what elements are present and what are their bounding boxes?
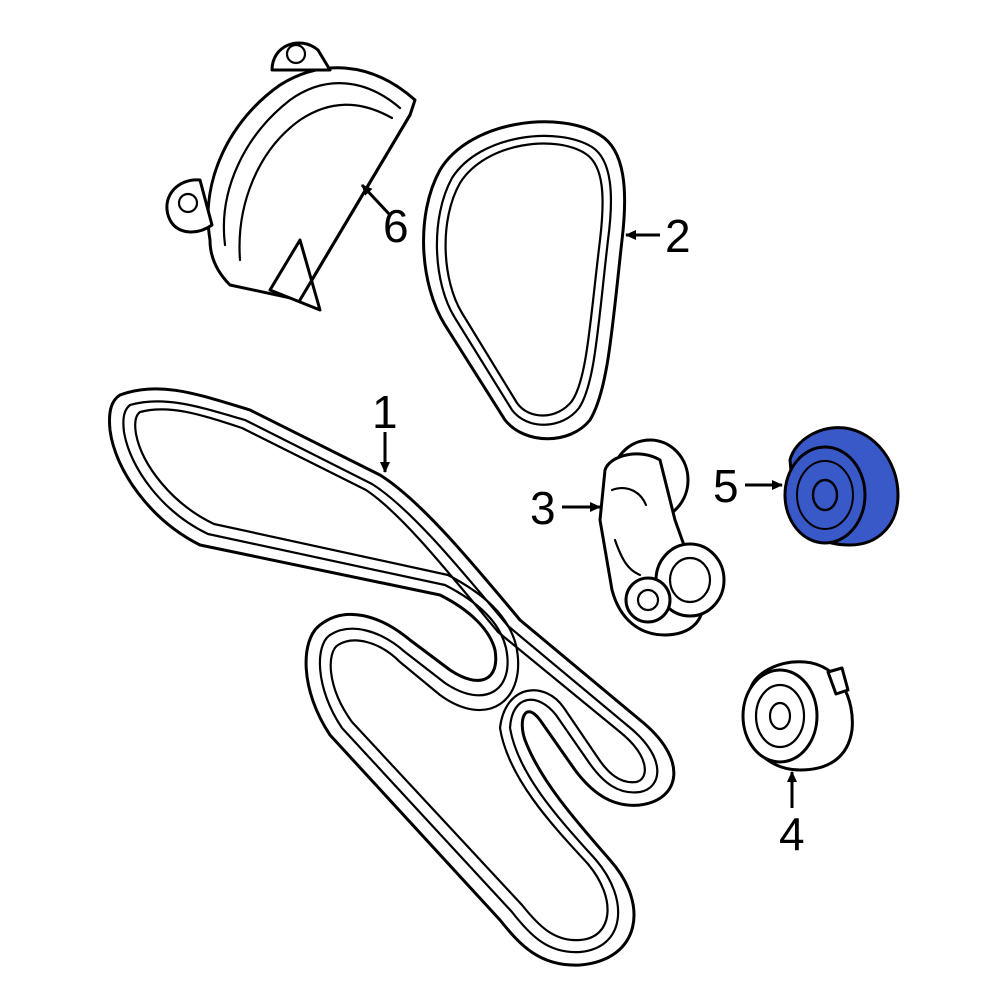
- callout-arrows: [360, 183, 797, 808]
- callout-3: 3: [530, 482, 556, 534]
- arrow-6: [360, 183, 392, 217]
- callout-4: 4: [779, 808, 805, 860]
- part-1-serpentine-belt[interactable]: [108, 387, 676, 967]
- part-2-drive-belt[interactable]: [422, 120, 627, 441]
- callout-2: 2: [665, 210, 691, 262]
- pulley-5-hub: [811, 478, 839, 512]
- callout-5: 5: [713, 460, 739, 512]
- callout-6: 6: [383, 200, 409, 252]
- callout-1: 1: [372, 386, 398, 438]
- callout-labels: 6 2 1 3 5 4: [372, 200, 805, 860]
- part-5-idler-pulley[interactable]: [783, 426, 900, 547]
- part-4-idler-pulley[interactable]: [741, 660, 854, 772]
- part-3-belt-tensioner[interactable]: [598, 438, 726, 637]
- pulley-5-inner-ring: [796, 460, 854, 530]
- part-6-belt-cover[interactable]: [165, 41, 417, 312]
